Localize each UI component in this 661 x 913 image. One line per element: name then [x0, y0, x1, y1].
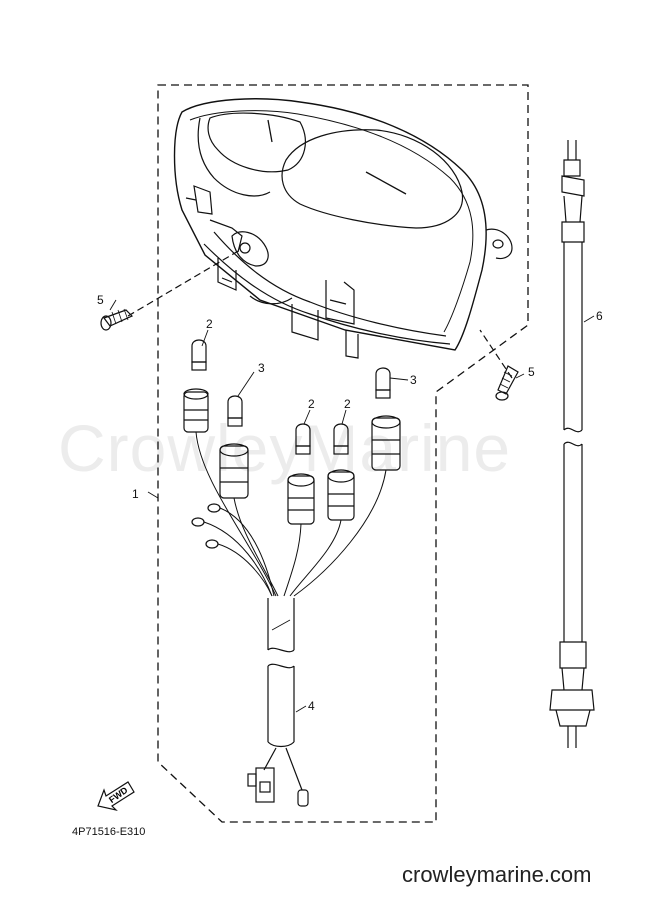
harness-connector	[247, 767, 275, 803]
bulb-3-left	[227, 395, 243, 427]
callout-leaders	[109, 299, 595, 713]
bulb-2-mid	[295, 423, 311, 455]
site-name: crowleymarine.com	[402, 862, 592, 887]
socket-a	[183, 388, 209, 433]
bulb-2-left	[191, 339, 207, 371]
socket-c	[287, 473, 315, 525]
bulb-2-right	[333, 423, 349, 455]
part-code: 4P71516-E310	[72, 826, 146, 838]
watermark-text: CrowleyMarine	[58, 411, 512, 485]
ring-terminals	[191, 503, 221, 549]
callout-5-right: 5	[528, 365, 535, 379]
callout-3-right: 3	[410, 373, 417, 387]
callout-2-mid: 2	[308, 397, 315, 411]
bulb-3-right	[375, 367, 391, 399]
bullet-terminal	[297, 789, 309, 807]
socket-d	[327, 469, 355, 521]
harness-wires	[195, 431, 387, 597]
socket-b	[219, 443, 249, 499]
meter-housing	[173, 98, 513, 359]
leader-line-screw-left	[127, 249, 241, 317]
speedometer-cable	[549, 140, 595, 748]
screw-left	[100, 308, 134, 331]
callout-6: 6	[596, 309, 603, 323]
callout-1: 1	[132, 487, 139, 501]
assembly-boundary	[157, 84, 529, 823]
callout-5-left: 5	[97, 293, 104, 307]
callout-4: 4	[308, 699, 315, 713]
screw-right	[495, 365, 519, 401]
harness-sleeve-upper	[267, 598, 295, 653]
socket-e	[371, 415, 401, 471]
leader-line-screw-right	[479, 329, 513, 379]
callout-2-top: 2	[206, 317, 213, 331]
harness-sleeve-lower	[263, 663, 303, 791]
callout-3-left: 3	[258, 361, 265, 375]
fwd-arrow-icon	[97, 781, 135, 812]
callout-2-right: 2	[344, 397, 351, 411]
